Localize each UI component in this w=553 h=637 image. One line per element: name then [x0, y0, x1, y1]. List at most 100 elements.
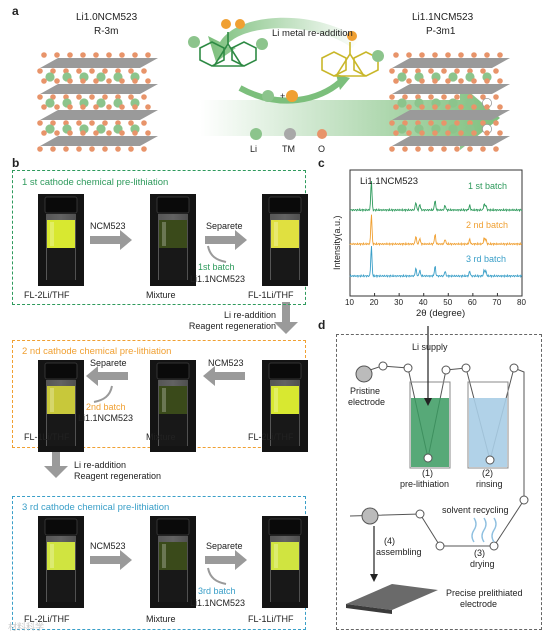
oxygen-atom [432, 130, 438, 136]
oxygen-atom [454, 146, 460, 152]
oxygen-atom [145, 78, 151, 84]
oxygen-atom [402, 146, 408, 152]
oxygen-atom [458, 52, 464, 58]
x-tick-label: 80 [517, 298, 526, 307]
oxygen-atom [493, 120, 499, 126]
tm-layer [40, 136, 158, 146]
legend-o-sphere [317, 129, 327, 139]
oxygen-atom [63, 120, 69, 126]
left-formula: Li1.0NCM523 [76, 12, 138, 23]
oxygen-atom [115, 94, 121, 100]
oxygen-atom [93, 52, 99, 58]
oxygen-atom [432, 104, 438, 110]
watermark: 材料科学 [8, 622, 45, 632]
xrd-series-1 [349, 180, 523, 213]
vial-photo [38, 360, 84, 452]
li-atom [96, 72, 106, 82]
oxygen-atom [428, 68, 434, 74]
xrd-chart [349, 169, 523, 297]
oxygen-atom [80, 104, 86, 110]
oxygen-atom [480, 146, 486, 152]
oxygen-atom [480, 120, 486, 126]
vial-photo [262, 194, 308, 286]
oxygen-atom [393, 130, 399, 136]
x-tick-label: 40 [418, 298, 428, 307]
fluorenone-dilithium [199, 32, 257, 67]
oxygen-atom [67, 104, 73, 110]
li-atom [45, 72, 55, 82]
step3-label: drying [470, 559, 495, 569]
rinsing-bath [469, 398, 507, 467]
x-tick-label: 60 [467, 298, 477, 307]
oxygen-atom [458, 104, 464, 110]
re-addition-arrow [208, 17, 360, 62]
s1-vial2-label: Mixture [146, 290, 176, 300]
oxygen-atom [432, 52, 438, 58]
pristine-label: Pristine [350, 386, 381, 396]
oxygen-atom [393, 78, 399, 84]
oxygen-atom [54, 52, 60, 58]
s2-separete-label: Separete [90, 358, 127, 368]
s1-ncm-label: NCM523 [90, 221, 126, 231]
li-atom [448, 124, 458, 134]
xrd-series-3 [349, 245, 523, 279]
oxygen-atom [106, 104, 112, 110]
oxygen-atom [132, 52, 138, 58]
x-tick-label: 20 [369, 298, 379, 307]
oxygen-atom [428, 120, 434, 126]
oxygen-atom [445, 52, 451, 58]
oxygen-atom [480, 68, 486, 74]
s3-separete-label: Separete [206, 541, 243, 551]
oxygen-atom [132, 78, 138, 84]
x-tick-label: 30 [394, 298, 404, 307]
oxygen-atom [41, 130, 47, 136]
li-atom [130, 72, 140, 82]
s2-batch-label: 2nd batch [86, 402, 126, 412]
oxygen-atom [89, 146, 95, 152]
oxygen-atom [428, 146, 434, 152]
panel-letter-c: c [318, 156, 325, 170]
s2-product-label: Li1.1NCM523 [78, 413, 134, 423]
oxygen-atom [132, 104, 138, 110]
oxygen-atom [102, 94, 108, 100]
s1-vial1-label: FL-2Li/THF [24, 290, 70, 300]
li-atom [96, 124, 106, 134]
oxygen-atom [80, 130, 86, 136]
xrd-series-2 [349, 214, 523, 247]
oxygen-atom [80, 52, 86, 58]
tm-layer [392, 58, 510, 68]
oxygen-atom [119, 52, 125, 58]
li-atom [397, 124, 407, 134]
vial-photo [150, 516, 196, 608]
section2-title: 2 nd cathode chemical pre-lithiation [22, 346, 172, 357]
oxygen-atom [493, 146, 499, 152]
oxygen-atom [37, 146, 43, 152]
xrd-xlabel: 2θ (degree) [416, 308, 466, 319]
oxygen-atom [128, 94, 134, 100]
s3-product-label: Li1.1NCM523 [190, 598, 246, 608]
oxygen-atom [419, 52, 425, 58]
li-ion-sphere [188, 36, 200, 48]
oxygen-atom [119, 130, 125, 136]
vial-photo [150, 194, 196, 286]
oxygen-atom [119, 78, 125, 84]
vial-photo [38, 516, 84, 608]
oxygen-atom [89, 120, 95, 126]
oxygen-atom [406, 104, 412, 110]
process-arrows [44, 230, 298, 570]
rollers [355, 361, 529, 551]
left-space-group: R-3m [94, 26, 119, 37]
oxygen-atom [141, 94, 147, 100]
oxygen-atom [389, 68, 395, 74]
step4-num: (4) [384, 536, 395, 546]
plus-sign: + [280, 91, 286, 101]
panel-letter-a: a [12, 4, 19, 18]
oxygen-atom [467, 94, 473, 100]
between23-line1: Li re-addition [74, 460, 127, 470]
oxygen-atom [76, 120, 82, 126]
step1-label: pre-lithiation [400, 479, 450, 489]
legend-li: Li [250, 144, 258, 154]
right-formula: Li1.1NCM523 [412, 12, 474, 23]
oxygen-atom [145, 130, 151, 136]
li-atom [96, 98, 106, 108]
